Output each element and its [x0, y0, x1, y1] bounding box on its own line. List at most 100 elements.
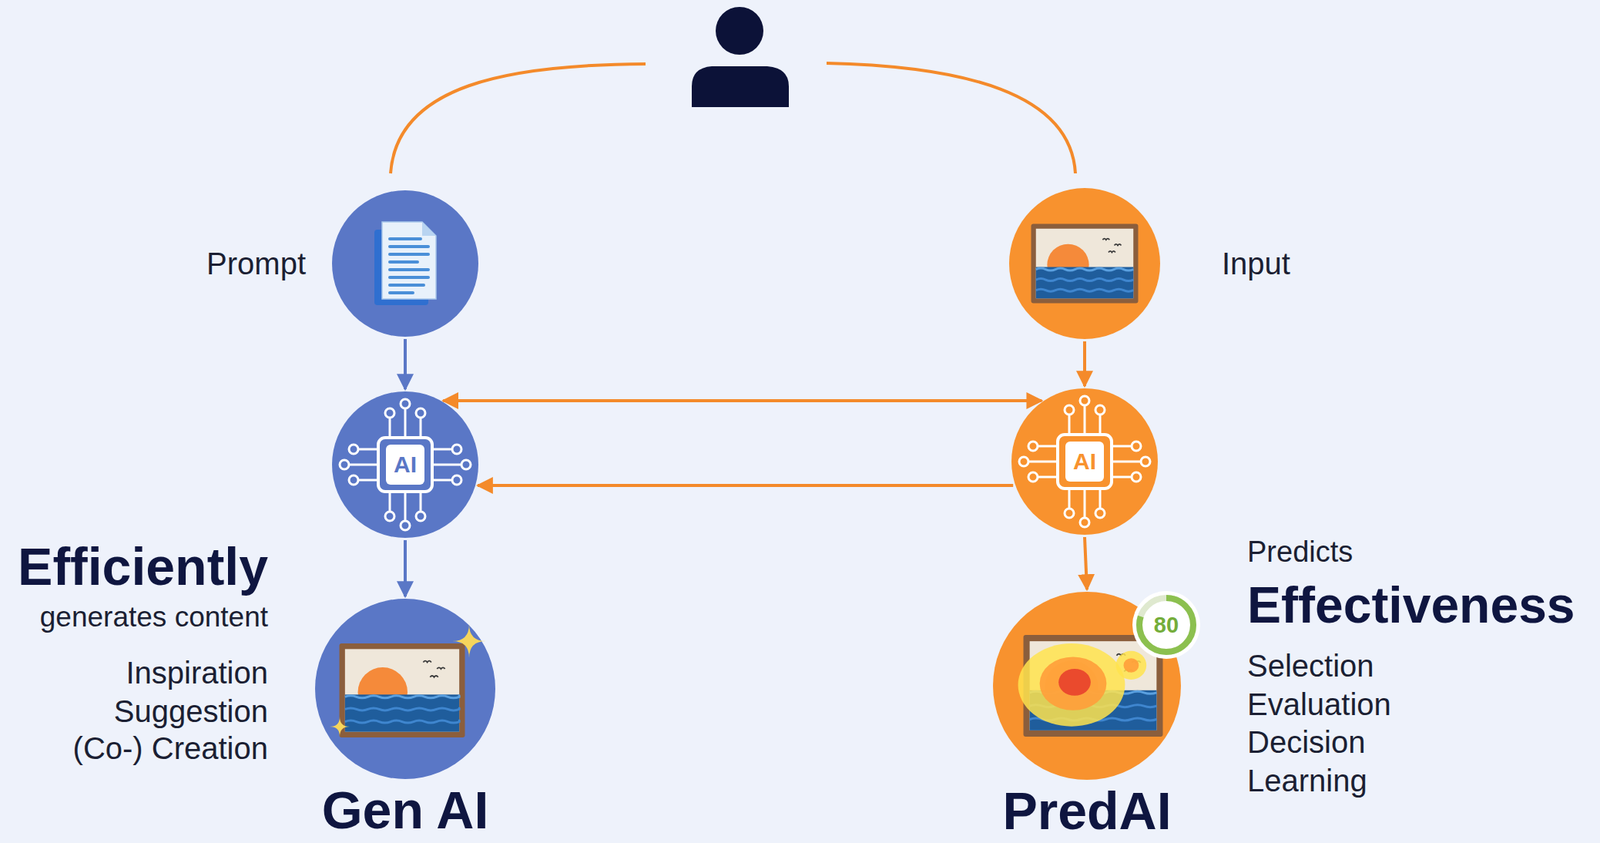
flow-arrow — [477, 483, 1013, 487]
icon — [339, 399, 471, 530]
input-circle: Input — [1009, 187, 1161, 339]
drawing-shape — [1111, 476, 1132, 479]
drawing-shape — [1036, 228, 1134, 299]
drawing-shape — [1037, 476, 1058, 479]
drawing-shape — [1139, 597, 1194, 652]
drawing-shape — [452, 475, 462, 485]
drawing-shape — [1083, 488, 1087, 518]
drawing-shape — [345, 694, 460, 732]
circle-shape — [332, 190, 479, 337]
drawing-shape — [1140, 456, 1151, 467]
drawing-shape — [1009, 187, 1161, 339]
feature-text: generates content — [40, 600, 269, 634]
drawing-shape — [389, 283, 424, 287]
drawing-shape — [432, 479, 453, 482]
drawing-shape — [432, 448, 453, 451]
circle-shape — [315, 598, 496, 779]
drawing-shape — [1019, 456, 1029, 467]
drawing-shape — [1099, 488, 1102, 509]
icon — [1031, 224, 1139, 304]
drawing-shape — [1037, 445, 1058, 448]
icon — [374, 221, 437, 306]
drawing-shape — [345, 707, 460, 711]
drawing-shape — [389, 291, 413, 295]
chip-label: AI — [1065, 441, 1104, 482]
drawing-shape — [1028, 460, 1058, 463]
feature-text: Decision — [1247, 724, 1366, 760]
user-arc — [390, 63, 646, 174]
drawing-shape — [389, 491, 392, 512]
feature-text: Learning — [1247, 762, 1368, 799]
drawing-shape — [345, 695, 460, 698]
drawing-shape — [1036, 268, 1134, 271]
drawing-shape — [419, 417, 423, 438]
drawing-shape — [1064, 508, 1074, 518]
drawing-shape — [345, 648, 460, 732]
drawing-shape — [1132, 590, 1201, 659]
node-label: Prompt — [206, 245, 306, 282]
chip-label: AI — [385, 444, 425, 485]
drawing-shape — [339, 459, 349, 470]
drawing-shape — [1111, 445, 1132, 448]
drawing-shape — [348, 463, 379, 467]
drawing-shape — [1058, 668, 1091, 696]
drawing-shape — [339, 643, 466, 738]
drawing-shape — [1123, 657, 1140, 673]
flow-arrow — [403, 338, 407, 390]
flow-arrow — [403, 540, 407, 597]
drawing-shape — [400, 399, 410, 409]
drawing-shape — [1064, 405, 1074, 415]
drawing-shape — [389, 260, 418, 264]
prompt-circle: Prompt — [332, 190, 479, 337]
drawing-shape — [358, 479, 379, 482]
drawing-shape — [429, 675, 438, 678]
drawing-shape — [1011, 388, 1158, 535]
drawing-shape — [1036, 278, 1134, 282]
circle-shape — [1009, 187, 1161, 339]
drawing-shape — [1114, 244, 1122, 246]
person-head — [715, 6, 764, 55]
drawing-shape — [382, 221, 437, 299]
node-label: Input — [1221, 245, 1291, 282]
drawing-shape — [348, 444, 359, 454]
drawing-shape — [432, 463, 462, 467]
drawing-shape — [358, 448, 379, 451]
drawing-shape — [422, 221, 437, 236]
drawing-shape — [332, 190, 479, 337]
feature-text: Selection — [1247, 647, 1375, 684]
flow-arrow — [1084, 536, 1087, 590]
drawing-shape — [1108, 251, 1116, 253]
key-heading: Effectiveness — [1247, 576, 1576, 635]
drawing-shape — [400, 520, 410, 530]
drawing-shape — [1095, 508, 1105, 518]
ai-model-circle: AI — [332, 391, 479, 538]
drawing-shape — [1080, 395, 1090, 406]
drawing-shape — [452, 444, 462, 454]
drawing-shape — [345, 720, 460, 723]
drawing-shape — [385, 511, 395, 521]
feature-text: Inspiration — [125, 654, 269, 691]
drawing-shape — [329, 716, 350, 737]
prediction-circle: 80PredAI — [992, 591, 1181, 780]
drawing-shape — [1095, 405, 1105, 415]
drawing-shape — [1139, 597, 1194, 652]
drawing-shape — [415, 511, 426, 521]
drawing-shape — [1116, 650, 1148, 680]
user-arc — [826, 63, 1076, 174]
drawing-shape — [415, 408, 426, 418]
icon — [1019, 395, 1151, 527]
drawing-shape — [1111, 460, 1141, 463]
drawing-shape — [332, 391, 479, 538]
drawing-shape — [1028, 472, 1038, 482]
icon — [1139, 597, 1194, 652]
icon — [1018, 634, 1164, 737]
drawing-shape — [436, 667, 445, 669]
drawing-shape — [389, 244, 429, 249]
feature-text: Suggestion — [114, 693, 269, 729]
drawing-shape — [378, 437, 433, 492]
feature-text: (Co-) Creation — [73, 730, 269, 766]
drawing-shape — [385, 408, 395, 418]
node-label: Gen AI — [322, 783, 490, 836]
drawing-shape — [389, 275, 429, 279]
